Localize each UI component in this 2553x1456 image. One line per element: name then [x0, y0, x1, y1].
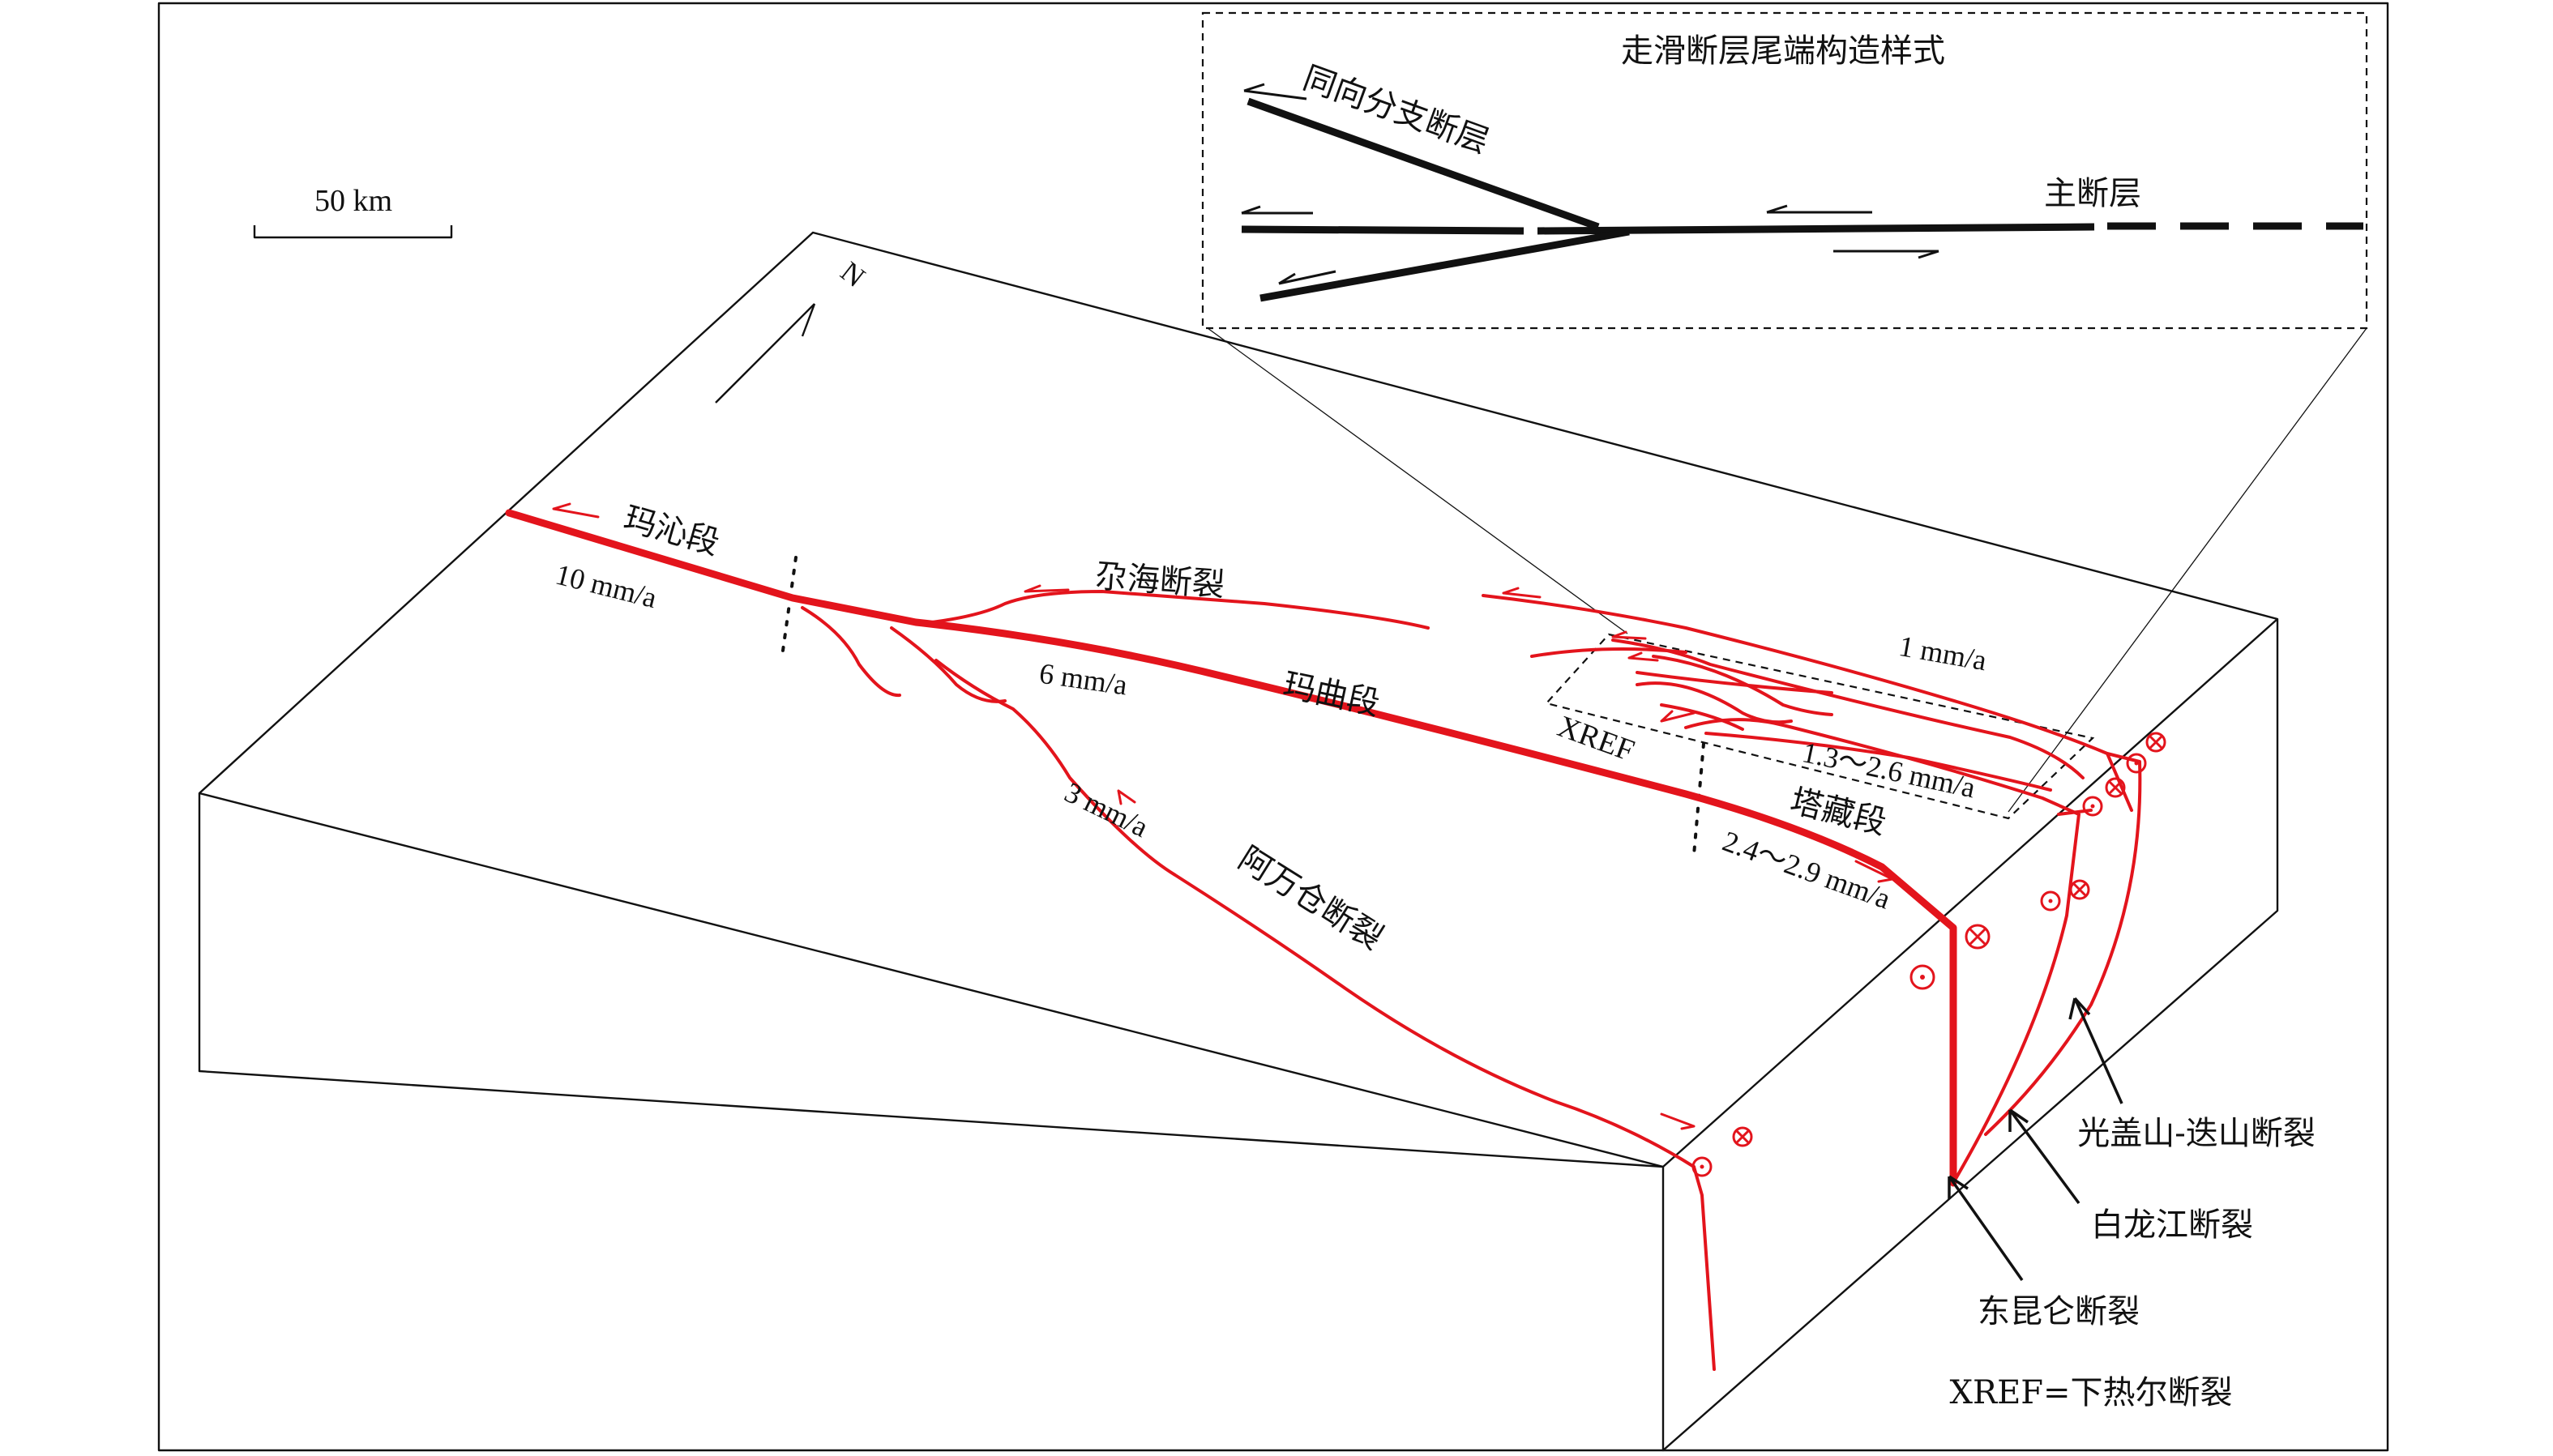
- guanggaishan-fault: [1984, 752, 2142, 1136]
- callout-line-right: [2008, 327, 2367, 813]
- xref-splay-upper: [1652, 655, 1833, 716]
- maqin-branch: [801, 606, 901, 698]
- arrow-east-kunlun: [1948, 1175, 2024, 1282]
- label-awancang-rate: 3 mm/a: [1060, 775, 1154, 843]
- inset-branch-lower: [1259, 228, 1630, 302]
- east-kunlun-fault-trace: [505, 509, 1957, 1187]
- arrow-bailongjiang: [2008, 1108, 2080, 1205]
- circle-dot-symbol-4: [2082, 796, 2103, 817]
- scale-bar-label: 50 km: [314, 184, 392, 218]
- arrow-awancang: [1117, 789, 1136, 805]
- legend-xref-note: XREF=下热尔断裂: [1949, 1374, 2232, 1411]
- inset-arrow-branch: [1243, 83, 1307, 100]
- inset-main-fault: [1537, 223, 2095, 235]
- circle-dot-symbol-2: [1691, 1156, 1713, 1177]
- circle-cross-symbol-1: [1965, 924, 1991, 950]
- label-guanggaishan-fault: 光盖山-迭山断裂: [2077, 1115, 2316, 1152]
- black-callout-arrows: [1948, 997, 2123, 1282]
- awancang-fault: [934, 659, 1696, 1168]
- inset-branch-label: 同向分支断层: [1298, 59, 1494, 160]
- inset-branch-upper: [1247, 97, 1600, 231]
- red-slip-arrows: [552, 502, 1894, 1130]
- north-arrow: N: [715, 255, 871, 403]
- label-duohai-fault: 尕海断裂: [1093, 558, 1225, 604]
- circle-dot-symbol-1: [1909, 964, 1935, 990]
- inset-arrow-lower: [1278, 270, 1336, 285]
- arrow-guanggaishan: [2068, 997, 2123, 1104]
- arrow-north: [1502, 587, 1542, 599]
- label-maqu-rate: 6 mm/a: [1037, 657, 1130, 702]
- arrow-xref-splay: [1660, 710, 1696, 723]
- xref-fault: [1704, 732, 2052, 792]
- awancang-fault-vertical: [1692, 1165, 1716, 1371]
- inset-arrow-middle: [1241, 205, 1313, 215]
- inset-arrow-main-left: [1766, 204, 1872, 214]
- bailongjiang-fault: [1684, 718, 2080, 1185]
- block-outline-edge: [198, 231, 2279, 1452]
- label-maqu-segment: 玛曲段: [1280, 666, 1383, 723]
- outer-frame: [157, 2, 2389, 1452]
- scale-bar: 50 km: [253, 184, 453, 239]
- xref-splay-short: [1660, 703, 1744, 731]
- sense-symbols: [1691, 732, 2166, 1177]
- inset-branch-middle: [1241, 225, 1525, 235]
- circle-dot-symbol-3: [2040, 890, 2061, 912]
- north-arrow-label: N: [835, 255, 871, 294]
- red-fault-lines: [801, 590, 2142, 1371]
- zoom-area-box: [1544, 633, 2095, 820]
- callout-line-left: [1207, 327, 1628, 634]
- segment-boundary-maqin: [780, 556, 798, 658]
- northern-fault: [1482, 594, 2133, 812]
- label-awancang-fault: 阿万仓断裂: [1232, 839, 1389, 957]
- arrow-xref-north: [1627, 651, 1659, 662]
- circle-cross-symbol-3: [2069, 879, 2090, 900]
- circle-dot-symbol-5: [2126, 753, 2147, 774]
- inset-title: 走滑断层尾端构造样式: [1621, 32, 1945, 70]
- northern-fault-2: [1611, 638, 2085, 779]
- xref-fault-north: [1636, 671, 1833, 694]
- arrow-duohai: [1024, 584, 1070, 593]
- inset-arrow-main-right: [1833, 250, 1939, 259]
- duohai-branch: [890, 626, 1007, 703]
- arrow-awancang-east: [1660, 1112, 1696, 1130]
- label-east-kunlun-fault: 东昆仑断裂: [1978, 1293, 2140, 1330]
- arrow-maqin: [552, 502, 600, 519]
- duohai-fault: [930, 590, 1430, 630]
- circle-cross-symbol-4: [2105, 777, 2126, 798]
- arrow-north-2: [1611, 630, 1647, 640]
- label-bailongjiang-fault: 白龙江断裂: [2091, 1206, 2253, 1244]
- label-north-rate: 1 mm/a: [1897, 630, 1989, 677]
- label-maqin-rate: 10 mm/a: [552, 558, 660, 615]
- inset-panel: 走滑断层尾端构造样式 同向分支断层 主断层: [1201, 11, 2368, 330]
- circle-cross-symbol-2: [1732, 1126, 1753, 1147]
- block-outline: [198, 231, 2279, 1452]
- inset-main-label: 主断层: [2044, 175, 2141, 212]
- circle-cross-symbol-5: [2145, 732, 2166, 753]
- block-top-front-edge: [199, 618, 2278, 1168]
- arrow-tazang: [1854, 860, 1894, 883]
